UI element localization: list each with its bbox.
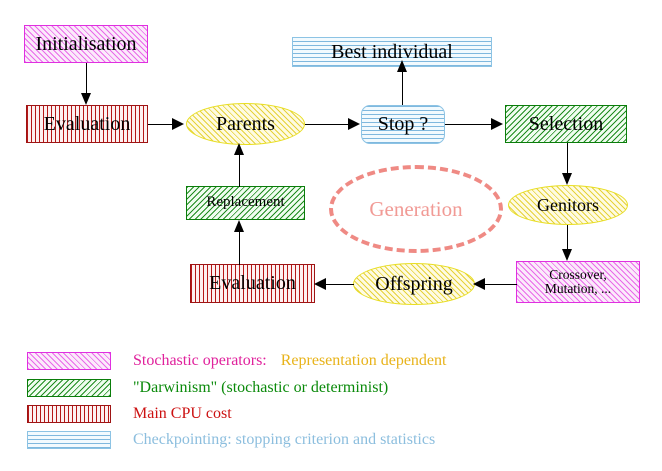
- edge-parents-to-stop-line: [305, 124, 349, 126]
- edge-genitors-to-crossover-arrow: [562, 249, 572, 261]
- node-offspring[interactable]: Offspring: [353, 263, 475, 305]
- edge-stop-to-best-line: [402, 68, 404, 105]
- node-initialisation-label: Initialisation: [35, 32, 137, 55]
- edge-eval-to-parents-arrow: [172, 118, 184, 130]
- edge-init-to-eval-arrow: [81, 93, 91, 105]
- edge-crossover-to-offspring-arrow: [473, 278, 485, 290]
- node-best-individual-label: Best individual: [331, 40, 453, 63]
- edge-eval-to-replacement-arrow: [234, 220, 244, 232]
- legend-row-darwinism: "Darwinism" (stochastic or determinist): [27, 375, 388, 401]
- edge-eval-to-replacement-line: [239, 228, 241, 265]
- edge-init-to-eval-line: [86, 63, 88, 95]
- edge-crossover-to-offspring-line: [481, 284, 517, 286]
- node-initialisation[interactable]: Initialisation: [24, 25, 148, 63]
- node-evaluation-bottom-label: Evaluation: [209, 272, 296, 295]
- node-selection[interactable]: Selection: [505, 105, 627, 143]
- node-genitors-label: Genitors: [537, 194, 599, 215]
- edge-genitors-to-crossover-line: [567, 225, 569, 251]
- legend-label-darwinism: "Darwinism" (stochastic or determinist): [133, 379, 389, 396]
- legend-row-cpu-cost: Main CPU cost: [27, 401, 232, 427]
- node-selection-label: Selection: [528, 112, 604, 135]
- legend-row-checkpointing: Checkpointing: stopping criterion and st…: [27, 427, 435, 453]
- node-offspring-label: Offspring: [375, 272, 453, 295]
- legend-label-stochastic: Stochastic operators:: [133, 352, 267, 369]
- node-best-individual[interactable]: Best individual: [292, 37, 492, 67]
- node-evaluation-top-label: Evaluation: [43, 112, 131, 135]
- legend: Stochastic operators: Representation dep…: [0, 340, 662, 455]
- node-generation-boundary: Generation: [329, 165, 503, 253]
- edge-stop-to-best-arrow: [397, 60, 407, 72]
- node-genitors[interactable]: Genitors: [508, 185, 628, 225]
- edge-parents-to-stop-arrow: [348, 118, 360, 130]
- legend-label-checkpointing: Checkpointing: stopping criterion and st…: [133, 431, 436, 448]
- edge-selection-to-genitors-line: [567, 143, 569, 177]
- edge-selection-to-genitors-arrow: [562, 173, 572, 185]
- node-generation-label: Generation: [369, 196, 463, 221]
- legend-row-stochastic: Stochastic operators: Representation dep…: [27, 348, 446, 374]
- legend-label-cpu-cost: Main CPU cost: [133, 405, 232, 422]
- edge-eval-to-parents-line: [148, 124, 180, 126]
- node-parents[interactable]: Parents: [186, 103, 305, 145]
- node-stop[interactable]: Stop ?: [361, 105, 445, 144]
- edge-stop-to-selection-arrow: [491, 118, 503, 130]
- legend-swatch-green-hatch-icon: [27, 379, 111, 397]
- legend-swatch-blue-horizontal-icon: [27, 431, 111, 449]
- node-parents-label: Parents: [216, 112, 275, 135]
- node-replacement-label: Replacement: [206, 194, 285, 211]
- edge-offspring-to-eval-arrow: [314, 278, 326, 290]
- edge-replacement-to-parents-line: [239, 153, 241, 187]
- node-evaluation-bottom[interactable]: Evaluation: [190, 264, 315, 303]
- edge-replacement-to-parents-arrow: [234, 143, 244, 155]
- edge-offspring-to-eval-line: [322, 284, 354, 286]
- legend-swatch-red-vertical-icon: [27, 405, 111, 423]
- node-crossover-mutation[interactable]: Crossover, Mutation, ...: [516, 261, 640, 303]
- node-evaluation-top[interactable]: Evaluation: [26, 105, 148, 143]
- legend-label-representation-dependent: Representation dependent: [280, 352, 447, 369]
- legend-swatch-magenta-hatch-icon: [27, 352, 111, 370]
- edge-stop-to-selection-line: [445, 124, 493, 126]
- node-replacement[interactable]: Replacement: [186, 186, 305, 220]
- node-stop-label: Stop ?: [377, 113, 429, 136]
- node-crossover-mutation-label: Crossover, Mutation, ...: [544, 267, 612, 296]
